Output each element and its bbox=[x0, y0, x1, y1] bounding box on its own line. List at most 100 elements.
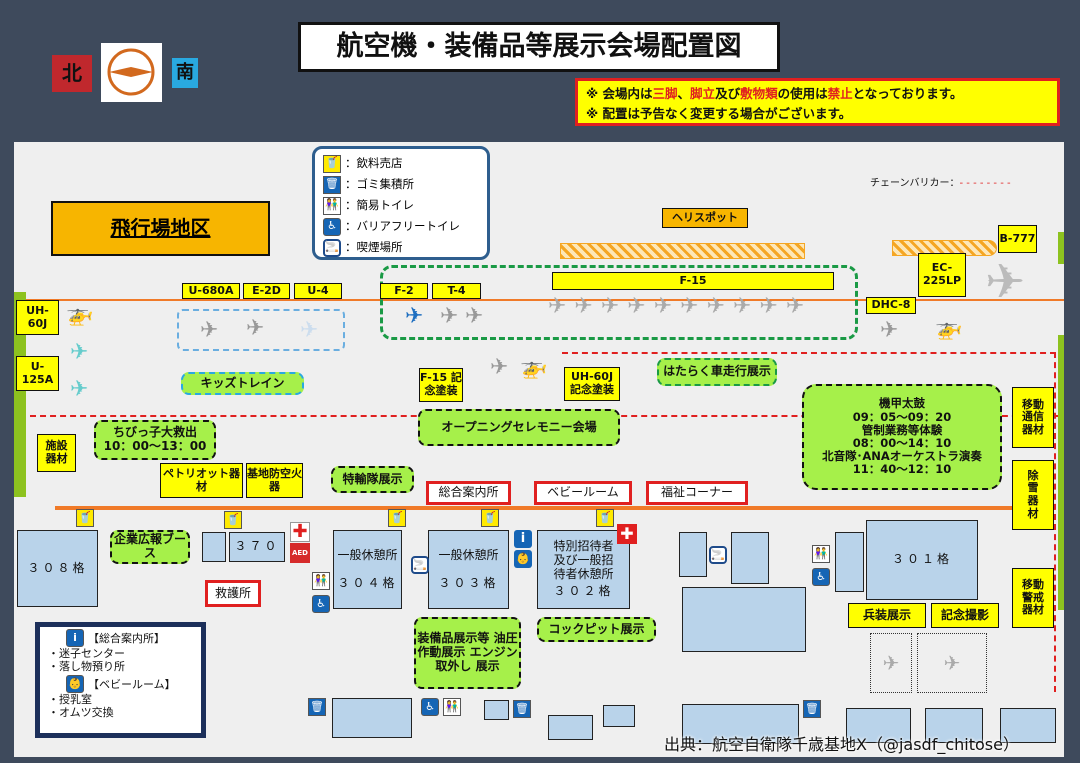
vehicle-demo-zone bbox=[380, 265, 858, 340]
schedule-time: 09：05～09：20 bbox=[852, 409, 952, 424]
vehicle-demo-label: はたらく車走行展示 bbox=[657, 358, 777, 386]
notice-text: 及び bbox=[715, 86, 741, 101]
building-number: ３０３格 bbox=[438, 575, 499, 590]
trash-icon: 🗑 bbox=[803, 700, 821, 718]
legend-label: ：バリアフリートイレ bbox=[345, 219, 460, 233]
notice-text: 、 bbox=[677, 86, 691, 101]
equipment-display-label: 装備品展示等 油圧作動展示 エンジン取外し 展示 bbox=[414, 617, 521, 689]
chain-barrier bbox=[562, 352, 1056, 692]
equipment-mobile-comm: 移動通信器材 bbox=[1012, 387, 1054, 448]
aircraft-label-e2d: E-2D bbox=[243, 283, 290, 299]
schedule-time: 08：00～14：10 bbox=[852, 436, 952, 450]
airplane-icon: ✈ bbox=[246, 316, 265, 341]
compass-icon bbox=[101, 43, 162, 102]
heli-spot-pad bbox=[560, 243, 805, 259]
weapon-display-label: 兵装展示 bbox=[848, 603, 926, 628]
notice-box: ※ 会場内は三脚、脚立及び敷物類の使用は禁止となっております。 ※ 配置は予告な… bbox=[575, 78, 1060, 126]
airfield-area-label: 飛行場地区 bbox=[51, 201, 270, 256]
helicopter-icon: 🚁 bbox=[935, 316, 963, 341]
airplane-icon: ✈ bbox=[880, 318, 899, 343]
building bbox=[1000, 708, 1056, 743]
green-strip bbox=[1058, 232, 1064, 264]
schedule-title: 北音隊･ANAオーケストラ演奏 bbox=[822, 449, 982, 464]
building bbox=[202, 532, 226, 562]
food-stand-icon: 🥤 bbox=[224, 511, 242, 529]
notice-red: 禁止 bbox=[827, 86, 853, 101]
info-box-title: 【総合案内所】 bbox=[88, 631, 165, 645]
aircraft-label-ec225lp: EC-225LP bbox=[918, 253, 966, 297]
building bbox=[679, 532, 707, 577]
welfare-cross-icon: ✚ bbox=[617, 524, 637, 544]
airplane-icon: ✈ bbox=[70, 377, 89, 402]
airliner-icon: ✈ bbox=[985, 254, 1026, 310]
building-name: 一般休憩所 bbox=[337, 547, 398, 562]
first-aid-cross-icon: ✚ bbox=[290, 521, 310, 542]
baby-room-icon: 👶 bbox=[66, 675, 84, 693]
info-icon: i bbox=[514, 530, 532, 548]
building-number: ３０４格 bbox=[337, 575, 398, 590]
aircraft-label-f2: F-2 bbox=[380, 283, 428, 299]
photo-spot-icon: ✈ bbox=[917, 633, 987, 693]
building-370: ３７０ bbox=[229, 532, 285, 562]
info-box: i【総合案内所】 ・迷子センター ・落し物預り所 👶【ベビールーム】 ・授乳室 … bbox=[35, 622, 206, 738]
schedule-title: 機甲太鼓 bbox=[879, 396, 925, 411]
taxiway-line bbox=[14, 299, 1064, 301]
legend-label: ：飲料売店 bbox=[345, 156, 403, 170]
toilet-icon: 👫 bbox=[812, 545, 830, 563]
notice-red: 敷物類 bbox=[740, 86, 778, 101]
building bbox=[846, 708, 911, 743]
schedule-title: 管制業務等体験 bbox=[861, 422, 943, 437]
aircraft-label-dhc8: DHC-8 bbox=[866, 297, 916, 314]
smoking-icon: 🚬 bbox=[323, 238, 341, 257]
equipment-mobile-warning: 移動警戒器材 bbox=[1012, 568, 1054, 628]
trash-icon: 🗑 bbox=[323, 175, 341, 194]
f15-paint-label: F-15 記念塗装 bbox=[419, 368, 463, 402]
notice-red: 脚立 bbox=[690, 86, 716, 101]
info-box-item: ・授乳室 bbox=[48, 693, 92, 706]
info-box-item: ・落し物預り所 bbox=[48, 660, 125, 673]
notice-red: 三脚 bbox=[652, 86, 678, 101]
equipment-patriot: ペトリオット器材 bbox=[160, 463, 243, 498]
airplane-icon: ✈ bbox=[300, 318, 319, 343]
baby-room-label: ベビールーム bbox=[534, 481, 632, 505]
smoking-icon: 🚬 bbox=[709, 546, 727, 564]
aed-icon: AED bbox=[290, 543, 310, 563]
hangar-308: ３０８格 bbox=[17, 530, 98, 607]
legend-label: ：簡易トイレ bbox=[345, 198, 414, 212]
hangar-304: 一般休憩所 ３０４格 bbox=[333, 530, 402, 609]
legend-label: ：ゴミ集積所 bbox=[345, 177, 414, 191]
equipment-air-defense: 基地防空火器 bbox=[246, 463, 303, 498]
weapon-display-icon: ✈ bbox=[870, 633, 912, 693]
airplane-icon: ✈ bbox=[465, 304, 484, 329]
toilet-icon: 👫 bbox=[443, 698, 461, 716]
notice-text: の使用は bbox=[777, 86, 828, 101]
food-stand-icon: 🥤 bbox=[388, 509, 406, 527]
helicopter-icon: 🚁 bbox=[66, 302, 94, 327]
aircraft-label-t4: T-4 bbox=[432, 283, 481, 299]
corporate-booth-label: 企業広報ブース bbox=[110, 530, 190, 564]
stage-schedule: 機甲太鼓 09：05～09：20 管制業務等体験 08：00～14：10 北音隊… bbox=[802, 384, 1002, 490]
schedule-time: 11：40～12：10 bbox=[852, 462, 952, 477]
toilet-icon: 👫 bbox=[312, 572, 330, 590]
info-box-item: ・迷子センター bbox=[48, 647, 125, 660]
hangar-303: 一般休憩所 ３０３格 bbox=[428, 530, 509, 609]
aircraft-label-u4: U-4 bbox=[294, 283, 342, 299]
accessible-toilet-icon: ♿ bbox=[421, 698, 439, 716]
green-strip bbox=[14, 292, 26, 497]
event-title: ちびっ子大救出 bbox=[112, 425, 197, 440]
building-name: 一般休憩所 bbox=[438, 547, 499, 562]
source-credit: 出典：航空自衛隊千歳基地X（@jasdf_chitose） bbox=[664, 735, 1019, 754]
airplane-icon: ✈ bbox=[440, 304, 459, 329]
building bbox=[484, 700, 509, 720]
uh60j-paint-label: UH-60J 記念塗装 bbox=[564, 367, 620, 401]
welfare-corner-label: 福祉コーナー bbox=[646, 481, 748, 505]
green-strip bbox=[1058, 335, 1064, 610]
info-box-title: 【ベビールーム】 bbox=[88, 677, 176, 691]
notice-text: ※ 配置は予告なく変更する場合がございます。 bbox=[586, 106, 852, 121]
airplane-icon: ✈ bbox=[490, 355, 509, 380]
map-legend: 🥤：飲料売店 🗑：ゴミ集積所 👫：簡易トイレ ♿：バリアフリートイレ 🚬：喫煙場… bbox=[312, 146, 490, 260]
toilet-icon: 👫 bbox=[323, 196, 341, 215]
building bbox=[682, 704, 799, 744]
legend-label: ：喫煙場所 bbox=[345, 240, 403, 254]
